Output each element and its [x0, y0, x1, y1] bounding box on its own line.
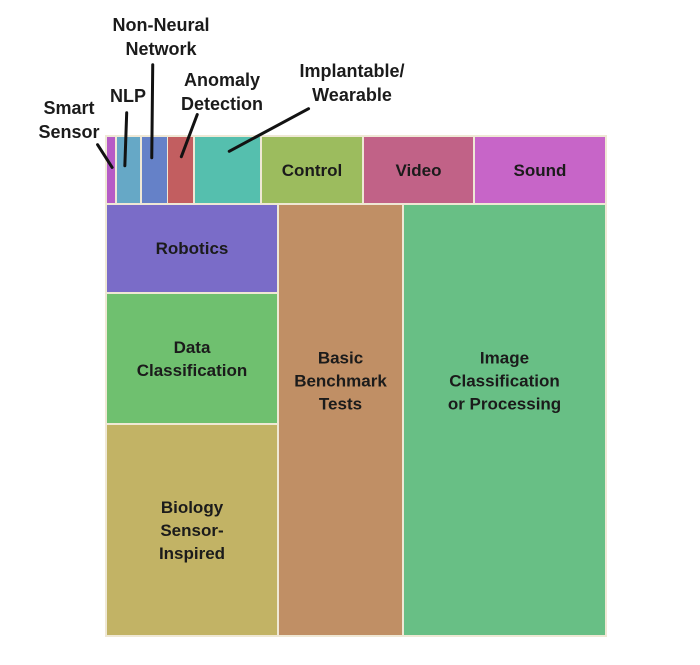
cell-data-classification: Data Classification [107, 294, 277, 423]
cell-implantable-wearable [195, 137, 260, 203]
cell-label-sound: Sound [513, 160, 567, 180]
treemap: Control Video Sound Robotics Data Classi… [105, 135, 607, 637]
callout-label-non-neural-network: Non-Neural Network [112, 15, 210, 59]
cell-label-image-classification-or-processing: Image Classification or Processing [447, 348, 562, 414]
cell-label-basic-benchmark-tests: Basic Benchmark Tests [294, 348, 387, 414]
cell-basic-benchmark-tests: Basic Benchmark Tests [279, 205, 402, 635]
callout-label-nlp: NLP [110, 86, 146, 106]
cell-label-robotics: Robotics [155, 239, 229, 258]
cell-robotics: Robotics [107, 205, 277, 292]
cell-control: Control [262, 137, 362, 203]
cell-label-data-classification: Data Classification [136, 337, 248, 380]
cell-image-classification-or-processing: Image Classification or Processing [404, 205, 605, 635]
callout-label-implantable-wearable: Implantable/ Wearable [299, 61, 405, 105]
callout-label-smart-sensor: Smart Sensor [38, 98, 100, 142]
cell-label-biology-sensor-inspired: Biology Sensor- Inspired [158, 497, 226, 563]
cell-non-neural-network [142, 137, 167, 203]
cell-label-control: Control [281, 160, 343, 180]
cell-label-video: Video [395, 160, 442, 180]
cell-sound: Sound [475, 137, 605, 203]
cell-video: Video [364, 137, 473, 203]
cell-anomaly-detection [168, 137, 193, 203]
cell-biology-sensor-inspired: Biology Sensor- Inspired [107, 425, 277, 635]
callout-label-anomaly-detection: Anomaly Detection [180, 70, 264, 114]
cell-nlp [117, 137, 140, 203]
cell-smart-sensor [107, 137, 115, 203]
